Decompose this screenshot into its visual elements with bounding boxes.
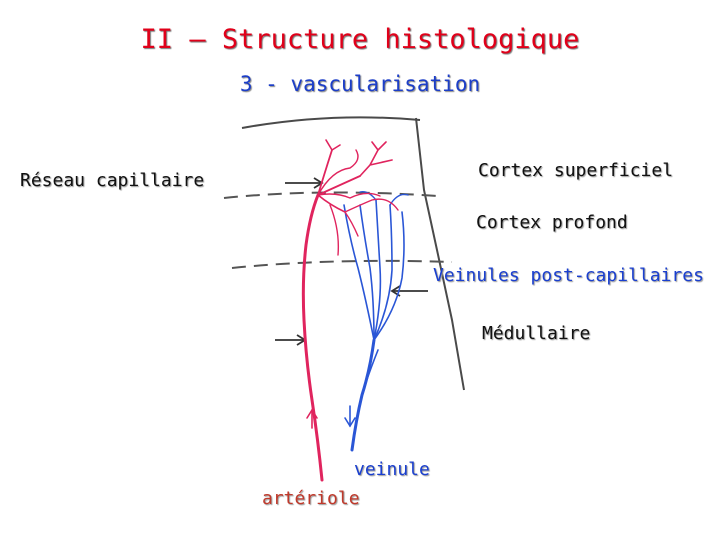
label-cortex-superficiel: Cortex superficiel [478, 160, 674, 181]
arterial-network [301, 139, 399, 482]
section-right-border [415, 117, 465, 391]
label-reseau-capillaire: Réseau capillaire [20, 170, 205, 191]
slide-subtitle: 3 - vascularisation [239, 72, 481, 96]
arteriole-trunk [301, 193, 324, 482]
slide-title: II – Structure histologique [140, 24, 580, 55]
label-veinule: veinule [354, 459, 430, 480]
label-cortex-profond: Cortex profond [476, 212, 628, 233]
capsule-outline [241, 116, 421, 129]
vein-trunk [350, 338, 376, 452]
label-arteriole: artériole [262, 488, 360, 509]
label-medullaire: Médullaire [482, 323, 591, 344]
venous-network [343, 190, 409, 452]
label-veinules-post-capillaires: Veinules post-capillaires [433, 265, 704, 286]
boundary-profond [231, 259, 453, 269]
